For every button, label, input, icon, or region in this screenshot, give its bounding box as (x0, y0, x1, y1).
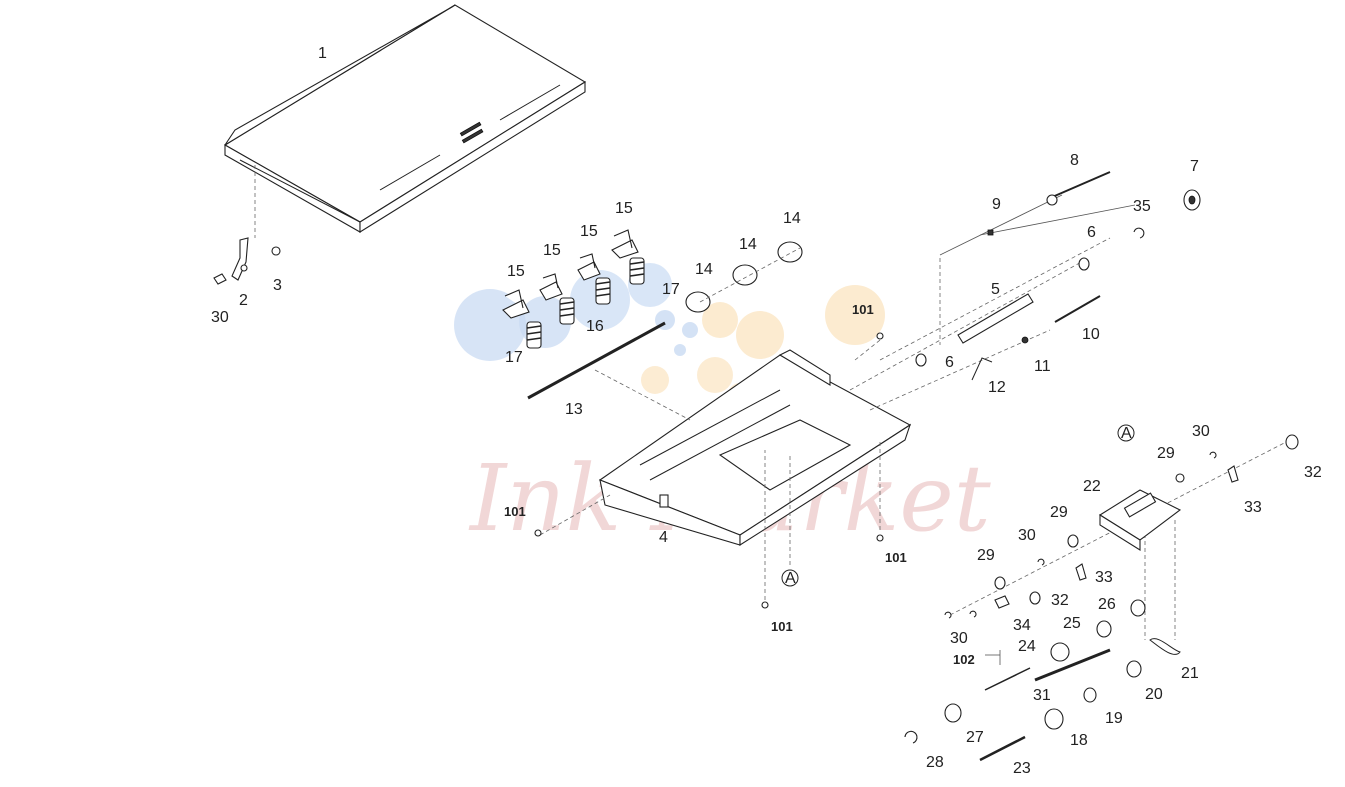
part-2-lever (231, 237, 249, 281)
label-19: 19 (1105, 710, 1123, 727)
label-8: 8 (1070, 152, 1079, 169)
callout-a-markers (781, 424, 1135, 587)
label-34: 34 (1013, 617, 1031, 634)
label-15: 15 (615, 200, 633, 217)
label-12: 12 (988, 379, 1006, 396)
part-4-base-tray (598, 349, 912, 547)
label-29: 29 (977, 547, 995, 564)
label-27: 27 (966, 729, 984, 746)
label-6: 6 (1087, 224, 1096, 241)
label-26: 26 (1098, 596, 1116, 613)
part-6-bushings (915, 257, 1090, 367)
label-15: 15 (543, 242, 561, 259)
label-20: 20 (1145, 686, 1163, 703)
label-28: 28 (926, 754, 944, 771)
label-102: 102 (953, 652, 975, 667)
label-5: 5 (991, 281, 1000, 298)
label-1: 1 (318, 45, 327, 62)
label-30: 30 (1018, 527, 1036, 544)
part-3-washer (271, 246, 281, 256)
label-30: 30 (211, 309, 229, 326)
label-17: 17 (662, 281, 680, 298)
label-a: A (785, 570, 796, 587)
label-29: 29 (1050, 504, 1068, 521)
part-10-bracket (1054, 295, 1101, 323)
label-14: 14 (695, 261, 713, 278)
part-30-clip-a (213, 273, 227, 285)
label-13: 13 (565, 401, 583, 418)
label-101: 101 (771, 619, 793, 634)
label-33: 33 (1095, 569, 1113, 586)
label-32: 32 (1304, 464, 1322, 481)
small-parts-right (904, 434, 1299, 762)
label-31: 31 (1033, 687, 1051, 704)
label-11: 11 (1034, 358, 1051, 375)
label-2: 2 (239, 292, 248, 309)
part-14-rollers (685, 241, 803, 313)
label-14: 14 (783, 210, 801, 227)
label-4: 4 (659, 529, 668, 546)
label-10: 10 (1082, 326, 1100, 343)
label-15: 15 (580, 223, 598, 240)
label-22: 22 (1083, 478, 1101, 495)
label-a: A (1121, 425, 1132, 442)
label-9: 9 (992, 196, 1001, 213)
label-14: 14 (739, 236, 757, 253)
part-5-roller (957, 293, 1034, 344)
part-12-spring-clip (971, 357, 993, 381)
part-8-lever (1046, 171, 1111, 206)
label-35: 35 (1133, 198, 1151, 215)
part-13-shaft (527, 321, 666, 400)
label-29: 29 (1157, 445, 1175, 462)
part-11-ball (1021, 336, 1029, 344)
label-7: 7 (1190, 158, 1199, 175)
label-17: 17 (505, 349, 523, 366)
label-15: 15 (507, 263, 525, 280)
part-16-17-springs (526, 257, 645, 349)
part-15-caps (502, 229, 639, 319)
label-3: 3 (273, 277, 282, 294)
part-35-clip (1133, 227, 1145, 239)
part-7-gear (1183, 189, 1201, 211)
label-6: 6 (945, 354, 954, 371)
label-101: 101 (504, 504, 526, 519)
part-number-labels: 1 2 3 30 15 15 15 15 14 14 14 16 17 17 1… (211, 45, 1322, 777)
part-22-frame (1098, 489, 1182, 551)
screws-101 (534, 332, 884, 609)
label-101: 101 (885, 550, 907, 565)
label-21: 21 (1181, 665, 1199, 682)
label-30: 30 (950, 630, 968, 647)
label-24: 24 (1018, 638, 1036, 655)
label-16: 16 (586, 318, 604, 335)
part-9-pin (987, 229, 994, 236)
label-32: 32 (1051, 592, 1069, 609)
label-33: 33 (1244, 499, 1262, 516)
label-30: 30 (1192, 423, 1210, 440)
label-23: 23 (1013, 760, 1031, 777)
label-101: 101 (852, 302, 874, 317)
screw-labels: 101 101 101 101 102 (504, 302, 975, 667)
part-1-top-cover (223, 4, 587, 238)
label-25: 25 (1063, 615, 1081, 632)
label-18: 18 (1070, 732, 1088, 749)
